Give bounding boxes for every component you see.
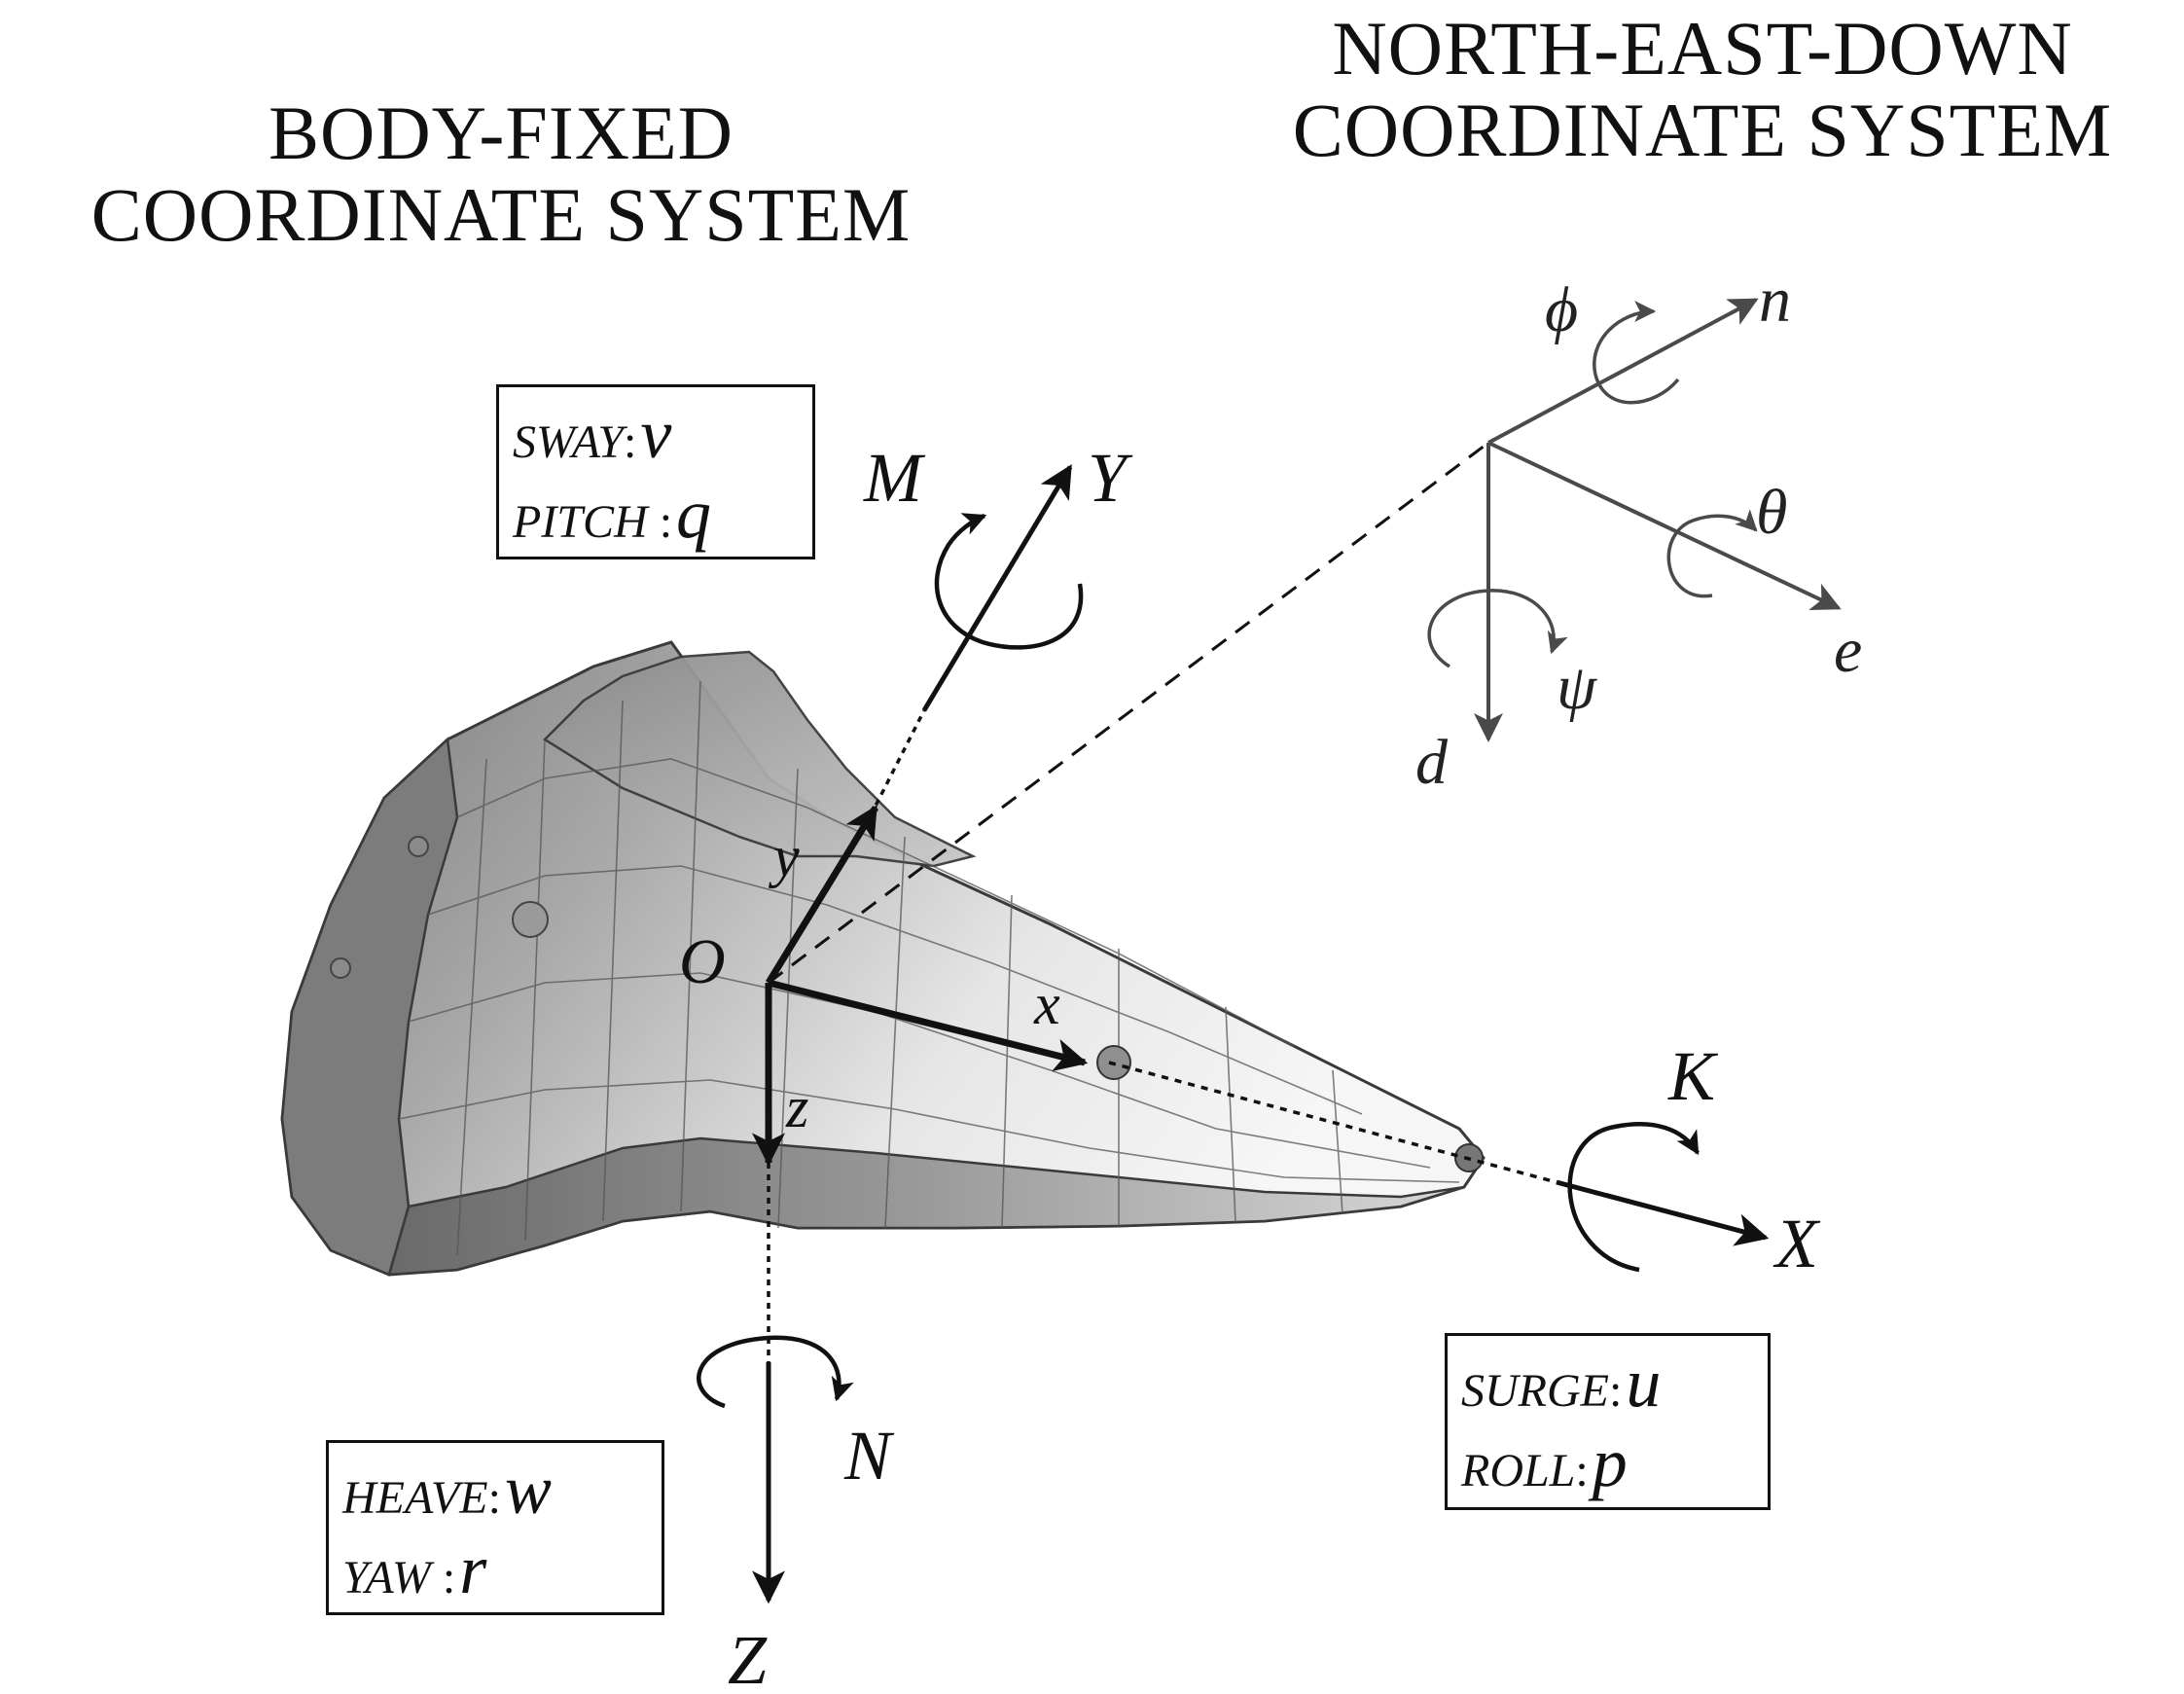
- surge-sep: :: [1608, 1365, 1623, 1417]
- Z-label: Z: [728, 1621, 768, 1694]
- Y-label: Y: [1088, 439, 1133, 517]
- big-X-axis-arrow: [1556, 1179, 1770, 1246]
- K-rotation-arrow: [1567, 1122, 1700, 1273]
- N-label: N: [843, 1417, 895, 1495]
- heave-row: HEAVE: w: [342, 1455, 648, 1525]
- body-fixed-title-line-2: COORDINATE SYSTEM: [90, 172, 912, 257]
- ned-n-label: n: [1759, 265, 1791, 336]
- y-axis-dotted-extension: [869, 709, 926, 816]
- ned-n-axis-arrow: [1487, 298, 1759, 445]
- ned-psi-label: ψ: [1557, 652, 1597, 723]
- pitch-symbol: q: [676, 475, 712, 553]
- theta-rotation-arrow: [1666, 509, 1758, 598]
- ned-title-line-1: NORTH-EAST-DOWN: [1332, 6, 2073, 90]
- ned-e-axis-arrow: [1487, 441, 1842, 611]
- sway-row: SWAY: v: [513, 399, 799, 469]
- K-label: K: [1667, 1037, 1719, 1115]
- big-Y-axis-arrow: [921, 464, 1073, 712]
- psi-rotation-arrow: [1427, 589, 1568, 668]
- ned-title: NORTH-EAST-DOWN COORDINATE SYSTEM: [1221, 8, 2184, 171]
- roll-row: ROLL: p: [1461, 1427, 1754, 1497]
- sway-key: SWAY: [513, 416, 624, 468]
- x-small-label: x: [1033, 972, 1060, 1036]
- ned-d-label: d: [1415, 727, 1449, 798]
- hull-bump-2: [408, 836, 429, 857]
- hull-bump-1: [512, 901, 549, 938]
- yaw-symbol: r: [459, 1531, 487, 1608]
- ned-e-label: e: [1834, 615, 1862, 686]
- roll-sep: :: [1575, 1445, 1589, 1496]
- ned-title-line-2: COORDINATE SYSTEM: [1292, 88, 2113, 172]
- ned-phi-label: ϕ: [1545, 274, 1578, 345]
- X-label: X: [1772, 1205, 1821, 1282]
- roll-key: ROLL: [1461, 1445, 1576, 1496]
- ned-theta-label: θ: [1756, 477, 1787, 548]
- surge-key: SURGE: [1461, 1365, 1609, 1417]
- N-rotation-arrow: [697, 1335, 854, 1409]
- y-small-label: y: [768, 824, 800, 888]
- roll-symbol: p: [1592, 1424, 1628, 1501]
- small-y-axis-arrow: [766, 805, 878, 985]
- pitch-sep: :: [659, 496, 673, 548]
- sway-pitch-box: SWAY: v PITCH : q: [496, 384, 815, 559]
- yaw-sep: :: [442, 1552, 456, 1604]
- hull-left-face: [280, 737, 459, 1277]
- surge-roll-box: SURGE: u ROLL: p: [1445, 1333, 1771, 1510]
- x-axis-dotted-extension: [1108, 1061, 1557, 1184]
- yaw-row: YAW : r: [342, 1534, 648, 1604]
- heave-sep: :: [487, 1472, 501, 1524]
- sway-sep: :: [624, 416, 637, 468]
- heave-yaw-box: HEAVE: w YAW : r: [326, 1440, 664, 1615]
- pitch-key: PITCH: [513, 496, 648, 548]
- vehicle-hull: [280, 640, 1486, 1277]
- pitch-row: PITCH : q: [513, 479, 799, 549]
- ned-axes-group: [1427, 298, 1842, 742]
- small-x-axis-arrow: [768, 979, 1089, 1071]
- surge-symbol: u: [1626, 1344, 1662, 1422]
- origin-label: O: [679, 926, 726, 997]
- M-label: M: [863, 439, 926, 517]
- M-rotation-arrow: [934, 513, 1084, 650]
- heave-key: HEAVE: [342, 1472, 488, 1524]
- hull-bottom: [387, 1136, 1465, 1277]
- yaw-key: YAW: [342, 1552, 431, 1604]
- sway-symbol: v: [640, 395, 672, 473]
- body-fixed-title-line-1: BODY-FIXED: [269, 90, 734, 175]
- heave-symbol: w: [504, 1451, 552, 1529]
- surge-row: SURGE: u: [1461, 1348, 1754, 1418]
- body-fixed-title: BODY-FIXED COORDINATE SYSTEM: [0, 92, 1002, 256]
- z-small-label: z: [785, 1075, 808, 1139]
- origin-to-ned-dashed-line: [768, 441, 1489, 985]
- phi-rotation-arrow: [1593, 301, 1680, 405]
- hull-bump-3: [330, 957, 351, 979]
